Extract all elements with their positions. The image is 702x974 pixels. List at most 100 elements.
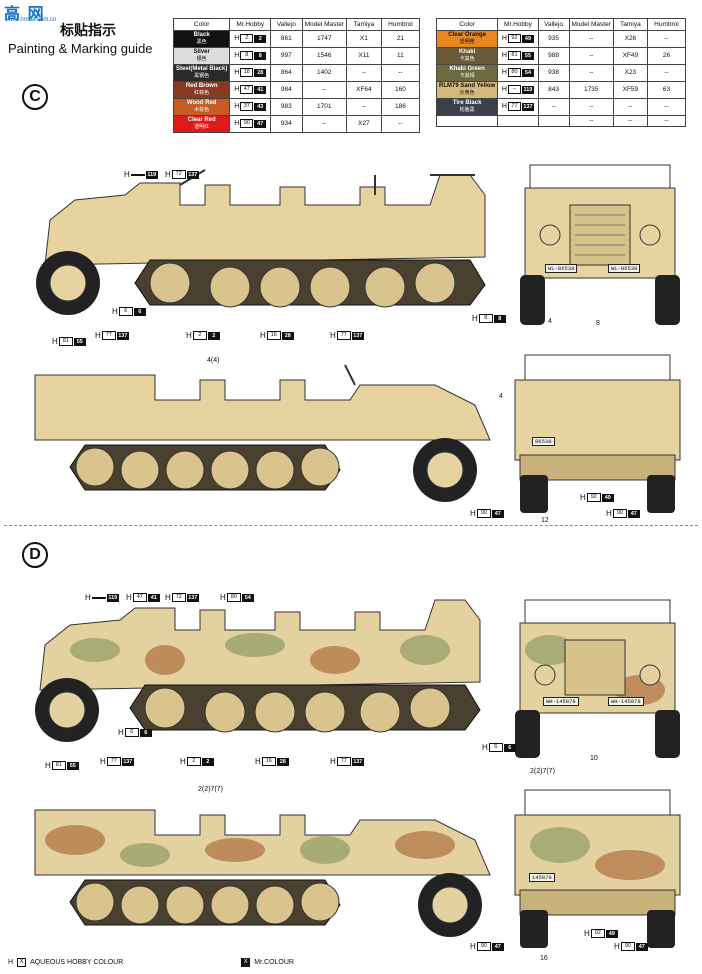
plate-d-front-right: WH-145078 [608, 697, 644, 706]
tamiya-code: X23 [612, 63, 648, 82]
model-master-code: -- [301, 114, 347, 133]
plate-c-front-left: WL-86538 [545, 264, 578, 273]
model-master-code: 1402 [301, 63, 347, 82]
vehicle-d-front [515, 599, 680, 758]
col-model-master: Model Master [568, 18, 614, 31]
col-vallejo: Vallejo [270, 18, 303, 31]
vehicle-c-side-right [34, 364, 491, 502]
page-title-cn: 标贴指示 [60, 23, 116, 39]
vehicle-d-rear [514, 789, 681, 948]
vallejo-code: 938 [537, 63, 570, 82]
vehicle-c-front [520, 164, 680, 325]
color-table-left: Color Mr.Hobby Vallejo Model Master Tami… [172, 18, 421, 133]
vallejo-code: 864 [270, 63, 303, 82]
page-title: Painting & Marking guide [8, 41, 153, 56]
tamiya-code: X26 [612, 29, 648, 48]
part-number: 12 [541, 517, 549, 524]
part-number: 4 [548, 318, 552, 325]
humbrol-code: -- [646, 63, 687, 82]
humbrol-code: 160 [380, 80, 421, 99]
col-tamiya: Tamiya [612, 18, 648, 31]
col-humbrol: Humbrol [646, 18, 687, 31]
vallejo-code: 935 [537, 29, 570, 48]
color-row: ------ [435, 114, 687, 128]
tamiya-code: X1 [345, 29, 382, 48]
col-tamiya: Tamiya [345, 18, 382, 31]
legend-m-text: Mr.COLOUR [254, 959, 294, 966]
part-number: 4 [499, 393, 503, 400]
humbrol-code: 21 [380, 29, 421, 48]
humbrol-code: -- [646, 114, 687, 128]
section-marker-d: D [22, 542, 48, 568]
tamiya-code: XF64 [345, 80, 382, 99]
vallejo-code: 861 [270, 29, 303, 48]
humbrol-code: 186 [380, 97, 421, 116]
humbrol-code: -- [646, 29, 687, 48]
humbrol-code: -- [380, 63, 421, 82]
tamiya-code: -- [345, 97, 382, 116]
model-master-code: 1701 [301, 97, 347, 116]
plate-c-rear: 86538 [532, 437, 555, 446]
vallejo-code: 997 [270, 46, 303, 65]
vallejo-code: 983 [270, 97, 303, 116]
part-number: 8 [596, 320, 600, 327]
watermark-logo-text: 高 网 [4, 4, 45, 23]
humbrol-code: -- [646, 97, 687, 116]
mrhobby-code [497, 114, 539, 128]
plate-d-front-left: WH-145078 [543, 697, 579, 706]
legend-m-box: X [241, 958, 251, 967]
humbrol-code: 63 [646, 80, 687, 99]
model-master-code: -- [568, 97, 614, 116]
humbrol-code: 11 [380, 46, 421, 65]
tamiya-code: X27 [345, 114, 382, 133]
model-master-code: -- [568, 46, 614, 65]
color-table-right: Color Mr.Hobby Vallejo Model Master Tami… [435, 18, 687, 128]
plate-d-rear: 145078 [529, 873, 555, 882]
